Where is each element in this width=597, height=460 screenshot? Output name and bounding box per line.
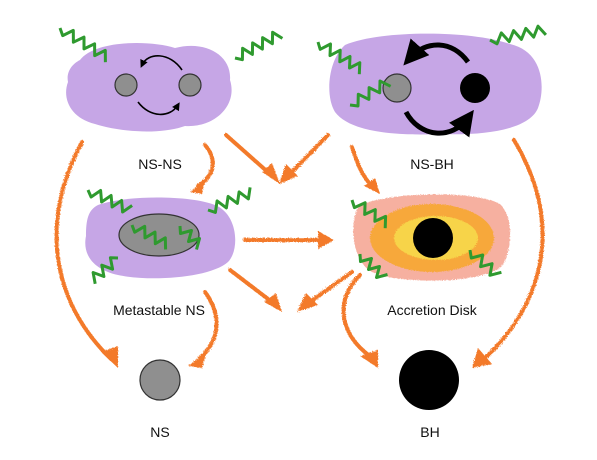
gravitational-wave-icon <box>178 225 201 250</box>
transition-arrow-icon <box>54 140 114 362</box>
transition-arrow-icon <box>360 350 378 368</box>
neutron-star-icon <box>118 213 200 257</box>
gravitational-wave-icon <box>358 253 388 279</box>
label-bh: BH <box>420 424 440 440</box>
gravitational-wave-icon <box>207 187 252 214</box>
label-ns-ns: NS-NS <box>138 156 182 172</box>
transition-arrow-icon <box>308 270 354 304</box>
neutron-star-icon <box>114 73 138 97</box>
transition-arrows <box>54 133 545 368</box>
transition-arrow-icon <box>341 273 372 358</box>
ns-ns-cloud <box>66 43 232 132</box>
gravitational-wave-icon <box>91 256 119 285</box>
gravitational-wave-icon <box>350 199 388 229</box>
transition-arrow-icon <box>196 143 215 188</box>
transition-arrow-icon <box>472 348 492 368</box>
gravitational-wave-icon <box>468 249 502 277</box>
transition-arrow-icon <box>188 352 207 368</box>
black-hole-icon <box>460 73 490 103</box>
gravitational-wave-icon <box>86 189 133 214</box>
transition-arrow-icon <box>228 268 274 304</box>
transition-arrow-icon <box>262 163 280 184</box>
black-hole-icon <box>413 218 453 258</box>
transition-arrow-icon <box>350 145 374 188</box>
gravitational-wave-icon <box>349 79 392 108</box>
neutron-star-icon <box>382 73 412 103</box>
neutron-star-icon <box>139 359 181 401</box>
transition-arrow-icon <box>190 180 205 194</box>
orbit-arrow-icon <box>403 38 474 138</box>
transition-arrow-icon <box>279 164 298 184</box>
transition-arrow-icon <box>318 231 334 249</box>
gravitational-wave-icon <box>316 41 362 75</box>
transition-arrow-icon <box>264 293 282 312</box>
gravitational-wave-icon <box>58 27 107 63</box>
transition-arrow-icon <box>101 346 118 368</box>
gravitational-wave-icon <box>130 224 168 250</box>
ns-bh-cloud <box>329 33 542 135</box>
label-ns-bh: NS-BH <box>410 156 454 172</box>
gravitational-wave-icon <box>489 24 548 46</box>
label-ns: NS <box>150 424 170 440</box>
black-hole-icon <box>399 350 459 410</box>
gravitational-waves <box>58 24 548 285</box>
transition-arrow-icon <box>364 178 380 194</box>
transition-arrow-icon <box>481 138 545 362</box>
transition-arrow-icon <box>224 133 272 176</box>
transition-arrow-icon <box>297 293 318 312</box>
gravitational-wave-icon <box>234 30 284 62</box>
neutron-star-icon <box>178 73 202 97</box>
label-metastable-ns: Metastable NS <box>113 302 205 318</box>
orbit-arrow-icon <box>137 55 183 116</box>
transition-arrow-icon <box>198 290 219 360</box>
label-accretion-disk: Accretion Disk <box>387 302 477 318</box>
transition-arrow-icon <box>288 133 330 176</box>
